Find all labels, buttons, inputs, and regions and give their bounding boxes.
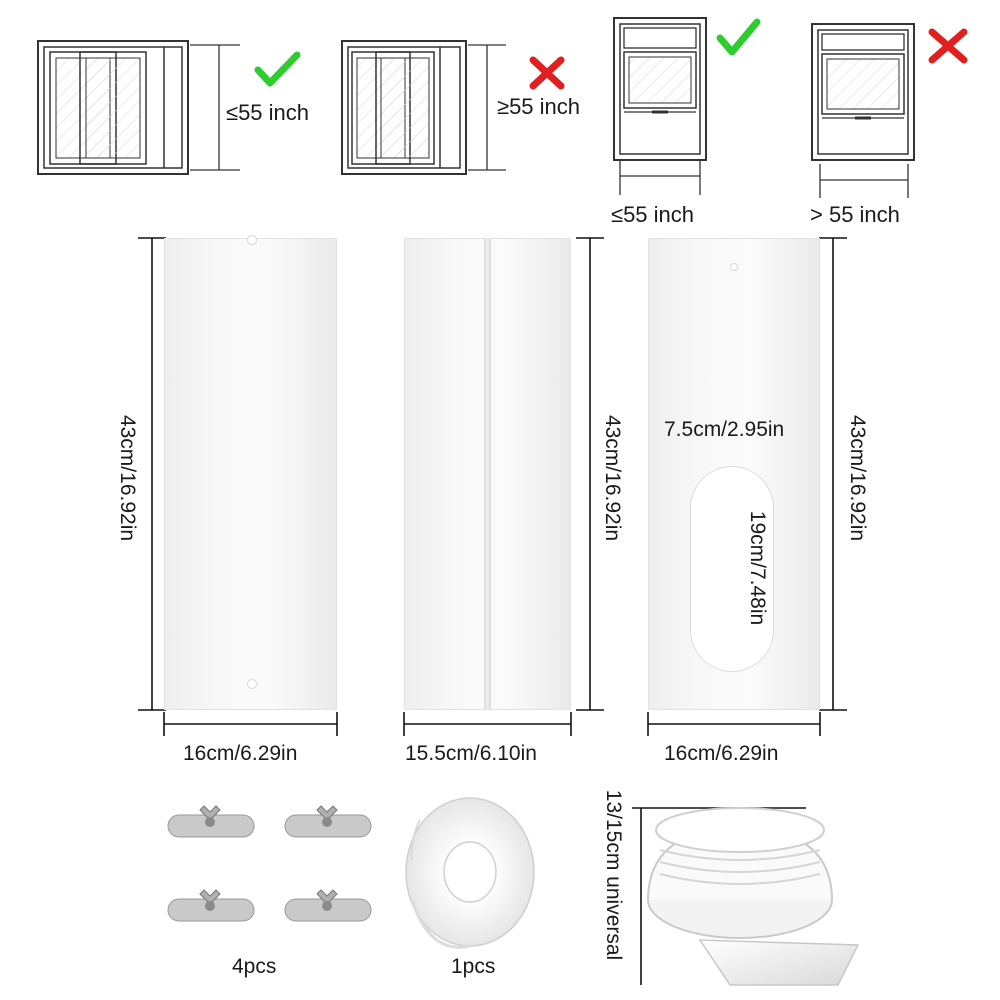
- window-sliding-1: [37, 40, 189, 175]
- panel-plain: [164, 236, 337, 710]
- cross-icon: [928, 28, 968, 64]
- screw-icon: [167, 889, 255, 922]
- panel-groove: [484, 238, 491, 710]
- panel-hole: [731, 264, 737, 270]
- hose-adapter: [647, 807, 860, 986]
- dim-line-window-2: [468, 44, 506, 171]
- window-vertical-3: [613, 17, 707, 161]
- dim-line-window-4: [819, 164, 909, 198]
- screw-icon: [284, 889, 372, 922]
- check-icon: [716, 18, 761, 56]
- panel-2-width-label: 15.5cm/6.10in: [405, 742, 537, 765]
- panel-1-height-label: 43cm/16.92in: [116, 414, 139, 542]
- dim-line-window-1: [190, 44, 240, 171]
- screw-set: [167, 805, 372, 922]
- window-vertical-4: [811, 23, 915, 161]
- window-3-label: ≤55 inch: [611, 202, 695, 227]
- hose-opening: [691, 467, 773, 671]
- panel-3-width-label: 16cm/6.29in: [664, 742, 779, 765]
- opening-height-label: 19cm/7.48in: [746, 510, 769, 626]
- screw-icon: [167, 805, 255, 838]
- panel-2-height-label: 43cm/16.92in: [601, 414, 624, 542]
- panel-1-width-label: 16cm/6.29in: [183, 742, 298, 765]
- seal-tape-roll: [405, 797, 535, 949]
- window-sliding-2: [341, 40, 467, 175]
- adapter-size-label: 13/15cm universal: [602, 789, 625, 961]
- panel-3-height-label: 43cm/16.92in: [846, 414, 869, 542]
- tape-count-label: 1pcs: [451, 955, 496, 978]
- window-4-label: > 55 inch: [810, 202, 900, 227]
- opening-width-label: 7.5cm/2.95in: [664, 418, 785, 441]
- window-2-label: ≥55 inch: [497, 94, 581, 119]
- panel-center: [404, 238, 571, 710]
- cross-icon: [529, 56, 565, 90]
- window-1-label: ≤55 inch: [226, 100, 310, 125]
- panel-hole: [248, 236, 256, 244]
- screws-count-label: 4pcs: [232, 955, 277, 978]
- dim-line-window-3: [619, 160, 701, 195]
- screw-icon: [284, 805, 372, 838]
- check-icon: [254, 51, 301, 87]
- panel-hole: [248, 680, 256, 688]
